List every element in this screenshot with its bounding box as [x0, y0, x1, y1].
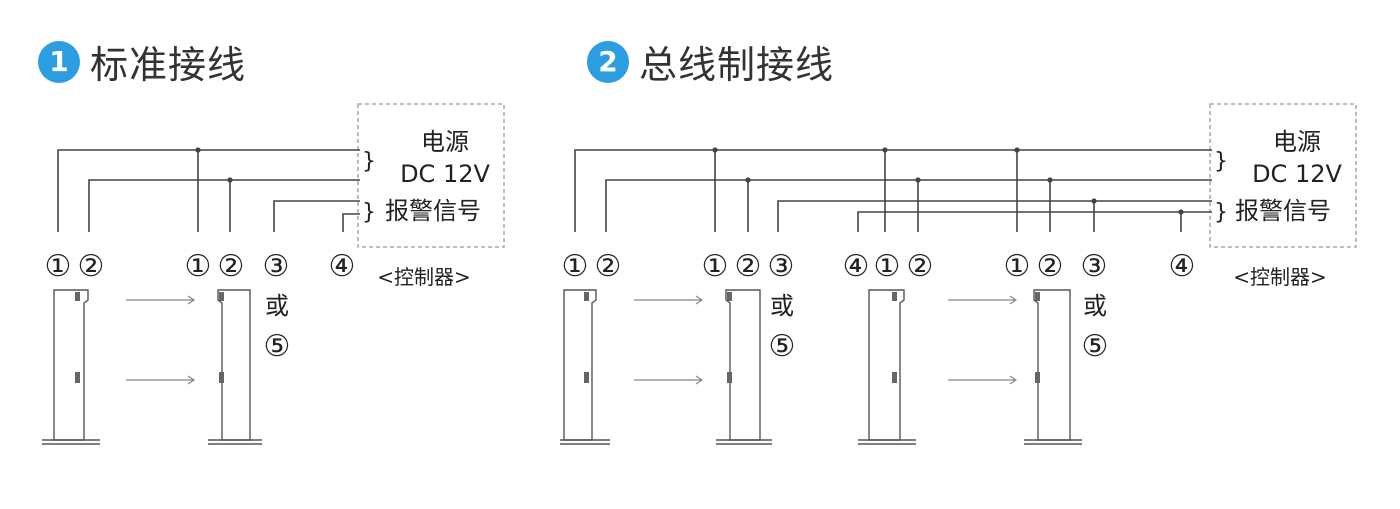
controller-box	[1209, 103, 1357, 248]
power-brace: }	[362, 149, 376, 174]
wire-alarm-4	[857, 211, 1212, 232]
transmitter-post	[560, 289, 610, 445]
bus-wiring-panel: 2 总线制接线 电源 DC 12V 报警信号 } } <控制器>	[560, 0, 1400, 509]
terminal-label: ①	[702, 249, 729, 284]
power-brace: }	[1214, 149, 1228, 174]
terminal-label: ②	[78, 249, 105, 284]
panel-2-title: 总线制接线	[639, 43, 835, 87]
power-label-zh: 电源	[421, 128, 469, 156]
wire-alarm-3	[273, 200, 360, 232]
controller-name: <控制器>	[1233, 265, 1327, 289]
beam-arrow	[948, 375, 1018, 385]
terminal-label: ③	[263, 249, 290, 284]
transmitter-post	[42, 289, 100, 445]
terminal-label: ④	[843, 249, 870, 284]
terminal-label: ③	[768, 249, 795, 284]
terminal-label: ④	[1169, 249, 1196, 284]
beam-arrow	[634, 295, 704, 305]
beam-arrow	[948, 295, 1018, 305]
junction-dot	[712, 147, 718, 153]
power-label-zh: 电源	[1273, 128, 1321, 156]
terminal-label-alt: ⑤	[769, 329, 796, 364]
wire-alarm-4	[342, 213, 360, 232]
beam-arrow	[634, 375, 704, 385]
controller-name: <控制器>	[377, 265, 471, 289]
junction-dot	[745, 177, 751, 183]
power-label-dc: DC 12V	[1252, 160, 1342, 188]
standard-wiring-diagram: 电源 DC 12V 报警信号 } } <控制器> ① ② ① ② ③ ④ 或 ⑤	[42, 103, 505, 445]
alarm-label: 报警信号	[385, 197, 481, 225]
panel-1-heading: 1 标准接线	[38, 34, 246, 89]
standard-wiring-panel: 1 标准接线 电源 DC 12V 报警信号 } } <控制器> ① ② ① ② …	[0, 0, 560, 509]
junction-dot	[882, 147, 888, 153]
beam-arrow	[126, 295, 196, 305]
terminal-label: ④	[329, 249, 356, 284]
controller-box	[357, 103, 505, 248]
terminal-label-alt: ⑤	[264, 329, 291, 364]
junction-dot	[1014, 147, 1020, 153]
terminal-label: ①	[874, 249, 901, 284]
junction-dot	[1091, 198, 1097, 204]
receiver-post	[1024, 289, 1082, 445]
terminal-label: ②	[1037, 249, 1064, 284]
terminal-label: ③	[1081, 249, 1108, 284]
wire-power-negative	[88, 179, 360, 232]
terminal-label: ②	[735, 249, 762, 284]
panel-2-heading: 2 总线制接线	[587, 34, 834, 89]
or-label: 或	[1083, 292, 1107, 320]
terminal-label: ②	[218, 249, 245, 284]
wire-alarm-3	[777, 200, 1212, 232]
power-label-dc: DC 12V	[400, 160, 490, 188]
terminal-label: ①	[45, 249, 72, 284]
wire-power-positive	[574, 149, 1212, 232]
beam-arrow	[126, 375, 196, 385]
junction-dot	[195, 147, 201, 153]
terminal-label: ①	[562, 249, 589, 284]
wire-power-negative	[605, 179, 1212, 232]
panel-1-title: 标准接线	[90, 43, 247, 87]
or-label: 或	[265, 292, 289, 320]
junction-dot	[1178, 209, 1184, 215]
bus-wiring-diagram: 电源 DC 12V 报警信号 } } <控制器>	[560, 103, 1357, 445]
wire-power-positive	[57, 149, 360, 232]
terminal-label: ②	[907, 249, 934, 284]
junction-dot	[227, 177, 233, 183]
alarm-brace: }	[1214, 200, 1228, 225]
junction-dot	[915, 177, 921, 183]
receiver-post	[716, 289, 772, 445]
transmitter-post	[858, 289, 916, 445]
terminal-label-alt: ⑤	[1082, 329, 1109, 364]
receiver-post	[208, 289, 262, 445]
terminal-label: ①	[185, 249, 212, 284]
terminal-label: ①	[1004, 249, 1031, 284]
terminal-label: ②	[595, 249, 622, 284]
or-label: 或	[770, 292, 794, 320]
junction-dot	[1047, 177, 1053, 183]
alarm-label: 报警信号	[1235, 197, 1331, 225]
alarm-brace: }	[362, 200, 376, 225]
number-badge-1: 1	[38, 40, 80, 83]
number-badge-2: 2	[587, 40, 629, 83]
